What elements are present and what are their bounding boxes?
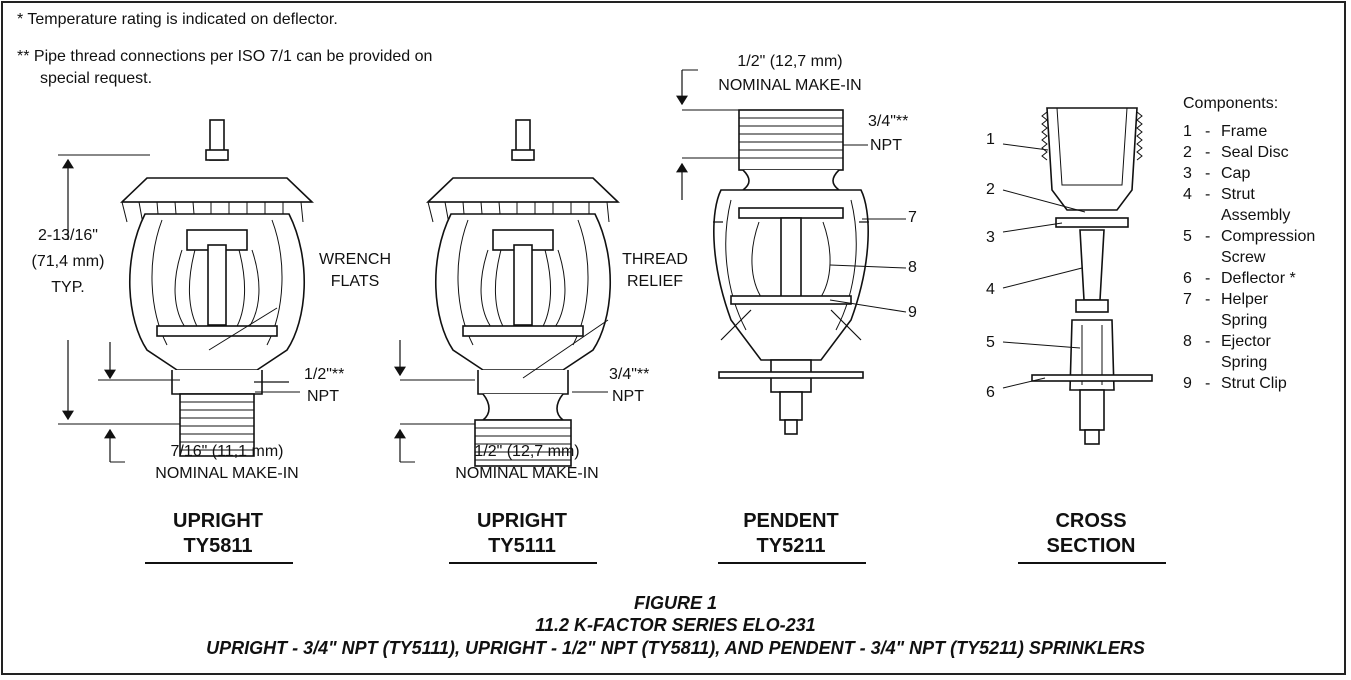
component-dash: - bbox=[1205, 333, 1211, 350]
view-title-line2: SECTION bbox=[1046, 535, 1136, 557]
component-number: 6 bbox=[1183, 270, 1192, 287]
note-temperature: * Temperature rating is indicated on def… bbox=[17, 11, 338, 28]
component-dash: - bbox=[1205, 375, 1211, 392]
callout-3: 3 bbox=[986, 229, 995, 246]
view-title-line2: TY5111 bbox=[488, 535, 556, 557]
components-title: Components: bbox=[1183, 95, 1279, 112]
component-number: 7 bbox=[1183, 291, 1192, 308]
view-title-line1: UPRIGHT bbox=[173, 510, 263, 532]
component-item: 2-Seal Disc bbox=[1183, 143, 1289, 162]
component-number: 4 bbox=[1183, 186, 1192, 203]
component-item: 5-Compression bbox=[1183, 227, 1315, 246]
component-label: Seal Disc bbox=[1221, 144, 1289, 161]
note-pipe-thread-cont: special request. bbox=[40, 70, 153, 87]
callout-4: 4 bbox=[986, 281, 995, 298]
dim-overall-height-typ: TYP. bbox=[51, 279, 85, 296]
component-label: Frame bbox=[1221, 123, 1268, 140]
component-dash: - bbox=[1205, 186, 1211, 203]
label-wrench-flats: WRENCH bbox=[319, 251, 391, 268]
label-npt-half: 1/2"** bbox=[304, 366, 345, 383]
view-title-line2: TY5811 bbox=[183, 535, 253, 557]
view-title-line1: CROSS bbox=[1055, 510, 1127, 532]
component-number: 5 bbox=[1183, 228, 1192, 245]
component-label: Compression bbox=[1221, 228, 1316, 245]
view-underline bbox=[718, 562, 866, 564]
label-wrench-flats-2: FLATS bbox=[330, 273, 380, 290]
makein-c-2: NOMINAL MAKE-IN bbox=[718, 77, 862, 94]
figure-number: FIGURE 1 bbox=[633, 593, 717, 613]
view-title-line2: TY5211 bbox=[756, 535, 826, 557]
callout-7: 7 bbox=[908, 209, 917, 226]
view-title-cross-section: CROSS SECTION bbox=[1006, 509, 1176, 559]
callout-5: 5 bbox=[986, 334, 995, 351]
view-underline bbox=[145, 562, 293, 564]
figure-title: UPRIGHT - 3/4" NPT (TY5111), UPRIGHT - 1… bbox=[206, 638, 1145, 658]
component-dash: - bbox=[1205, 144, 1211, 161]
view-underline bbox=[449, 562, 597, 564]
label-thread-relief: THREAD bbox=[622, 251, 688, 268]
component-item: 8-Ejector bbox=[1183, 332, 1271, 351]
component-item: 9-Strut Clip bbox=[1183, 374, 1287, 393]
label-npt-threeq-c: 3/4"** bbox=[868, 113, 909, 130]
component-number: 8 bbox=[1183, 333, 1192, 350]
component-label: Ejector bbox=[1221, 333, 1271, 350]
label-npt-2: NPT bbox=[612, 388, 644, 405]
view-title-upright-ty5111: UPRIGHT TY5111 bbox=[437, 509, 607, 559]
component-label-cont: Spring bbox=[1221, 354, 1268, 371]
component-label: Strut Clip bbox=[1221, 375, 1287, 392]
label-thread-relief-2: RELIEF bbox=[626, 273, 683, 290]
component-number: 3 bbox=[1183, 165, 1192, 182]
callout-1: 1 bbox=[986, 131, 995, 148]
component-number: 1 bbox=[1183, 123, 1192, 140]
component-item: 3-Cap bbox=[1183, 164, 1250, 183]
makein-b: 1/2" (12,7 mm) bbox=[474, 443, 580, 460]
view-title-upright-ty5811: UPRIGHT TY5811 bbox=[133, 509, 303, 559]
callout-6: 6 bbox=[986, 384, 995, 401]
label-npt-3: NPT bbox=[870, 137, 902, 154]
component-label: Strut bbox=[1221, 186, 1255, 203]
label-npt-1: NPT bbox=[307, 388, 339, 405]
callout-9: 9 bbox=[908, 304, 917, 321]
component-dash: - bbox=[1205, 123, 1211, 140]
makein-b-2: NOMINAL MAKE-IN bbox=[455, 465, 599, 482]
view-underline bbox=[1018, 562, 1166, 564]
dim-overall-height: 2-13/16" bbox=[38, 227, 98, 244]
component-item: 6-Deflector * bbox=[1183, 269, 1296, 288]
callout-2: 2 bbox=[986, 181, 995, 198]
makein-a-2: NOMINAL MAKE-IN bbox=[155, 465, 299, 482]
figure-subtitle: 11.2 K-FACTOR SERIES ELO-231 bbox=[535, 615, 816, 635]
component-label-cont: Assembly bbox=[1221, 207, 1291, 224]
component-item: 7-Helper bbox=[1183, 290, 1268, 309]
component-dash: - bbox=[1205, 270, 1211, 287]
view-title-line1: PENDENT bbox=[743, 510, 839, 532]
component-label: Deflector * bbox=[1221, 270, 1296, 287]
component-number: 9 bbox=[1183, 375, 1192, 392]
component-label: Cap bbox=[1221, 165, 1251, 182]
component-label: Helper bbox=[1221, 291, 1269, 308]
component-dash: - bbox=[1205, 228, 1211, 245]
makein-c: 1/2" (12,7 mm) bbox=[737, 53, 843, 70]
makein-a: 7/16" (11,1 mm) bbox=[170, 443, 284, 460]
component-item: 4-Strut bbox=[1183, 185, 1255, 204]
component-item: 1-Frame bbox=[1183, 122, 1267, 141]
view-title-line1: UPRIGHT bbox=[477, 510, 567, 532]
label-npt-threeq: 3/4"** bbox=[609, 366, 650, 383]
component-dash: - bbox=[1205, 165, 1211, 182]
component-label-cont: Spring bbox=[1221, 312, 1268, 329]
component-number: 2 bbox=[1183, 144, 1192, 161]
callout-8: 8 bbox=[908, 259, 917, 276]
note-pipe-thread: ** Pipe thread connections per ISO 7/1 c… bbox=[17, 48, 433, 65]
view-title-pendent-ty5211: PENDENT TY5211 bbox=[706, 509, 876, 559]
component-label-cont: Screw bbox=[1221, 249, 1266, 266]
dim-overall-height-mm: (71,4 mm) bbox=[31, 253, 105, 270]
component-dash: - bbox=[1205, 291, 1211, 308]
